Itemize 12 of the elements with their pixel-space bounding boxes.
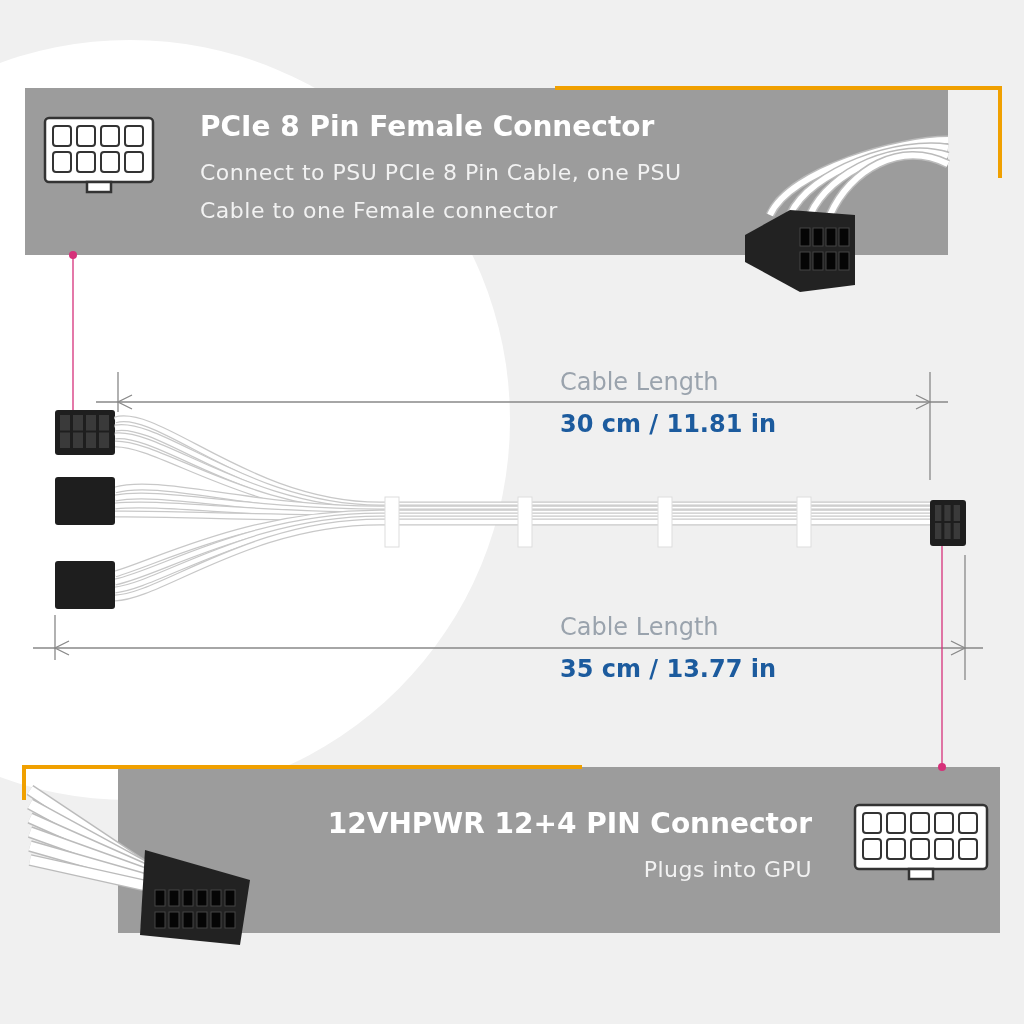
dimension-value: 30 cm / 11.81 in [560, 410, 777, 438]
connector-description: Connect to PSU PCIe 8 Pin Cable, one PSU Cable to one Female connector [200, 159, 683, 225]
connector-title: PCIe 8 Pin Female Connector [200, 110, 655, 143]
power-connector-drawing [930, 500, 966, 546]
dimension-label: Cable Length [560, 368, 719, 396]
dimension-value: 35 cm / 13.77 in [560, 655, 777, 683]
dimension-label: Cable Length [560, 613, 719, 641]
leader-line [69, 251, 77, 411]
leader-line [938, 545, 946, 771]
connector-description: Plugs into GPU [642, 856, 812, 884]
connector-title: 12VHPWR 12+4 PIN Connector [327, 807, 812, 840]
pcie-connector-drawing [55, 410, 115, 455]
